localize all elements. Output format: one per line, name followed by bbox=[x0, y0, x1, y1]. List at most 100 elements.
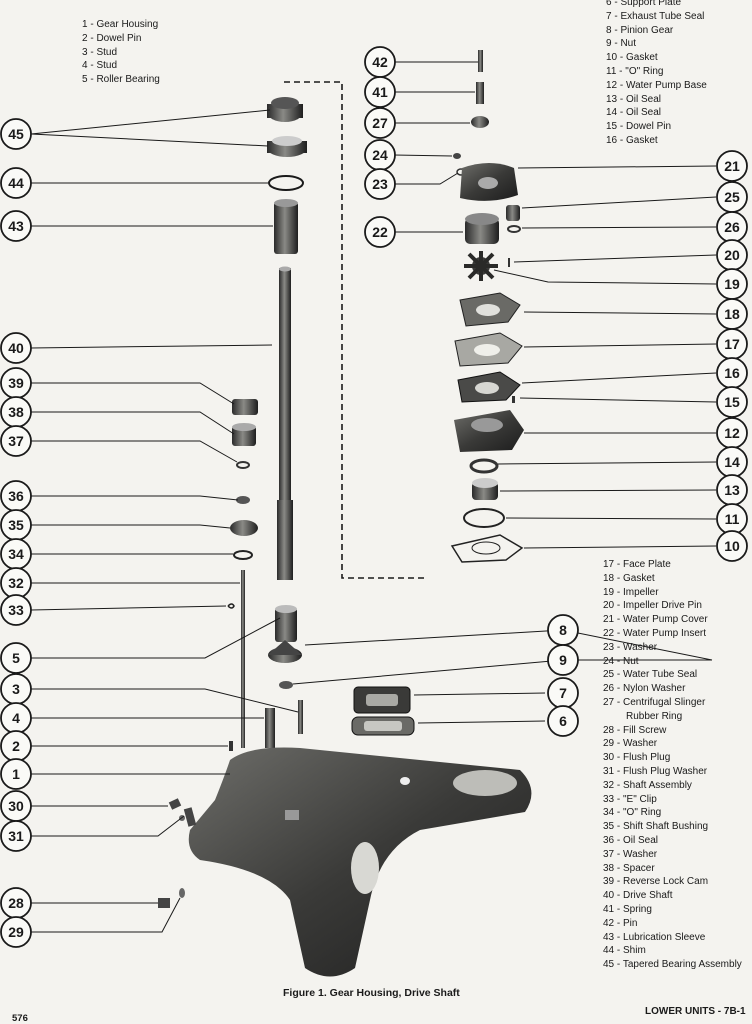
part-25-water-tube-seal bbox=[506, 205, 520, 221]
svg-text:10: 10 bbox=[724, 538, 740, 554]
legend-item: 3 - Stud bbox=[82, 46, 118, 58]
part-2-dowel-pin bbox=[229, 741, 233, 751]
part-37-washer bbox=[236, 461, 250, 469]
legend-item: 12 - Water Pump Base bbox=[606, 79, 707, 91]
part-26-nylon-washer bbox=[507, 225, 521, 233]
callout-2: 2 bbox=[0, 730, 32, 762]
part-19-impeller bbox=[464, 251, 498, 281]
callout-15: 15 bbox=[716, 386, 748, 418]
legend-item: 24 - Nut bbox=[603, 655, 639, 667]
legend-item: 22 - Water Pump Insert bbox=[603, 627, 706, 639]
part-43-lubrication-sleeve bbox=[274, 199, 298, 254]
svg-text:2: 2 bbox=[12, 738, 20, 754]
part-20-impeller-drive-pin bbox=[508, 258, 510, 267]
svg-text:3: 3 bbox=[12, 681, 20, 697]
legend-item: 21 - Water Pump Cover bbox=[603, 614, 708, 626]
part-16-gasket bbox=[457, 371, 521, 403]
legend-item: 18 - Gasket bbox=[603, 572, 655, 584]
legend-item: 40 - Drive Shaft bbox=[603, 890, 673, 902]
svg-text:41: 41 bbox=[372, 84, 388, 100]
callout-41: 41 bbox=[364, 76, 396, 108]
svg-text:30: 30 bbox=[8, 798, 24, 814]
svg-text:45: 45 bbox=[8, 126, 24, 142]
legend-item: 20 - Impeller Drive Pin bbox=[603, 600, 702, 612]
legend-item: 8 - Pinion Gear bbox=[606, 24, 674, 36]
callout-14: 14 bbox=[716, 446, 748, 478]
figure-caption: Figure 1. Gear Housing, Drive Shaft bbox=[283, 987, 460, 999]
svg-text:43: 43 bbox=[8, 218, 24, 234]
callout-28: 28 bbox=[0, 887, 32, 919]
callout-19: 19 bbox=[716, 268, 748, 300]
part-24-nut bbox=[453, 153, 461, 159]
svg-text:35: 35 bbox=[8, 517, 24, 533]
svg-text:7: 7 bbox=[559, 685, 567, 701]
svg-text:13: 13 bbox=[724, 482, 740, 498]
callout-6: 6 bbox=[547, 705, 579, 737]
callout-37: 37 bbox=[0, 425, 32, 457]
part-18-gasket bbox=[459, 292, 521, 327]
legend-item: 39 - Reverse Lock Cam bbox=[603, 876, 709, 888]
callout-11: 11 bbox=[716, 503, 748, 535]
part-3-stud bbox=[298, 700, 303, 734]
svg-text:42: 42 bbox=[372, 54, 388, 70]
callout-1: 1 bbox=[0, 758, 32, 790]
svg-text:22: 22 bbox=[372, 224, 388, 240]
callout-21: 21 bbox=[716, 150, 748, 182]
legend-item: 31 - Flush Plug Washer bbox=[603, 765, 708, 777]
svg-text:39: 39 bbox=[8, 375, 24, 391]
part-9-nut bbox=[279, 681, 293, 689]
svg-text:15: 15 bbox=[724, 394, 740, 410]
legend-item: 26 - Nylon Washer bbox=[603, 683, 686, 695]
legend-parts-1-5: 1 - Gear Housing 2 - Dowel Pin 3 - Stud … bbox=[82, 18, 160, 87]
svg-text:32: 32 bbox=[8, 575, 24, 591]
legend-item: 6 - Support Plate bbox=[606, 0, 682, 8]
callout-7: 7 bbox=[547, 677, 579, 709]
callout-13: 13 bbox=[716, 474, 748, 506]
legend-item: 32 - Shaft Assembly bbox=[603, 779, 692, 791]
legend-parts-17-45: 17 - Face Plate 18 - Gasket 19 - Impelle… bbox=[603, 558, 742, 972]
leader-lines bbox=[30, 61, 717, 933]
callout-38: 38 bbox=[0, 396, 32, 428]
svg-text:34: 34 bbox=[8, 546, 24, 562]
svg-text:29: 29 bbox=[8, 924, 24, 940]
page-number: 576 bbox=[12, 1013, 28, 1024]
svg-text:5: 5 bbox=[12, 650, 20, 666]
callout-25: 25 bbox=[716, 181, 748, 213]
svg-text:33: 33 bbox=[8, 602, 24, 618]
part-44-shim bbox=[268, 175, 304, 191]
callout-22: 22 bbox=[364, 216, 396, 248]
svg-text:1: 1 bbox=[12, 766, 20, 782]
legend-item: 23 - Washer bbox=[603, 641, 658, 653]
callout-33: 33 bbox=[0, 594, 32, 626]
legend-item: 28 - Fill Screw bbox=[603, 724, 667, 736]
svg-text:38: 38 bbox=[8, 404, 24, 420]
legend-item: 37 - Washer bbox=[603, 848, 658, 860]
part-13-oil-seal bbox=[472, 478, 498, 500]
part-5-roller-bearing bbox=[275, 605, 297, 642]
svg-text:23: 23 bbox=[372, 176, 388, 192]
callout-24: 24 bbox=[364, 139, 396, 171]
callout-8: 8 bbox=[547, 614, 579, 646]
callout-3: 3 bbox=[0, 673, 32, 705]
callout-23: 23 bbox=[364, 168, 396, 200]
legend-item: 29 - Washer bbox=[603, 738, 658, 750]
legend-item: 45 - Tapered Bearing Assembly bbox=[603, 959, 742, 971]
legend-item: 33 - "E" Clip bbox=[603, 793, 657, 805]
legend-item: 1 - Gear Housing bbox=[82, 19, 159, 30]
part-12-water-pump-base bbox=[454, 410, 524, 452]
part-21-water-pump-cover bbox=[460, 163, 518, 201]
legend-item: 44 - Shim bbox=[603, 945, 646, 957]
callout-44: 44 bbox=[0, 167, 32, 199]
svg-text:26: 26 bbox=[724, 219, 740, 235]
part-32-shaft-assembly bbox=[241, 570, 245, 748]
part-34-o-ring bbox=[233, 550, 253, 560]
svg-text:31: 31 bbox=[8, 828, 24, 844]
svg-text:12: 12 bbox=[724, 425, 740, 441]
part-28-fill-screw bbox=[158, 898, 170, 908]
callout-27: 27 bbox=[364, 107, 396, 139]
part-42-pin bbox=[478, 50, 483, 72]
callout-36: 36 bbox=[0, 480, 32, 512]
callout-4: 4 bbox=[0, 702, 32, 734]
part-4-stud bbox=[265, 708, 275, 748]
